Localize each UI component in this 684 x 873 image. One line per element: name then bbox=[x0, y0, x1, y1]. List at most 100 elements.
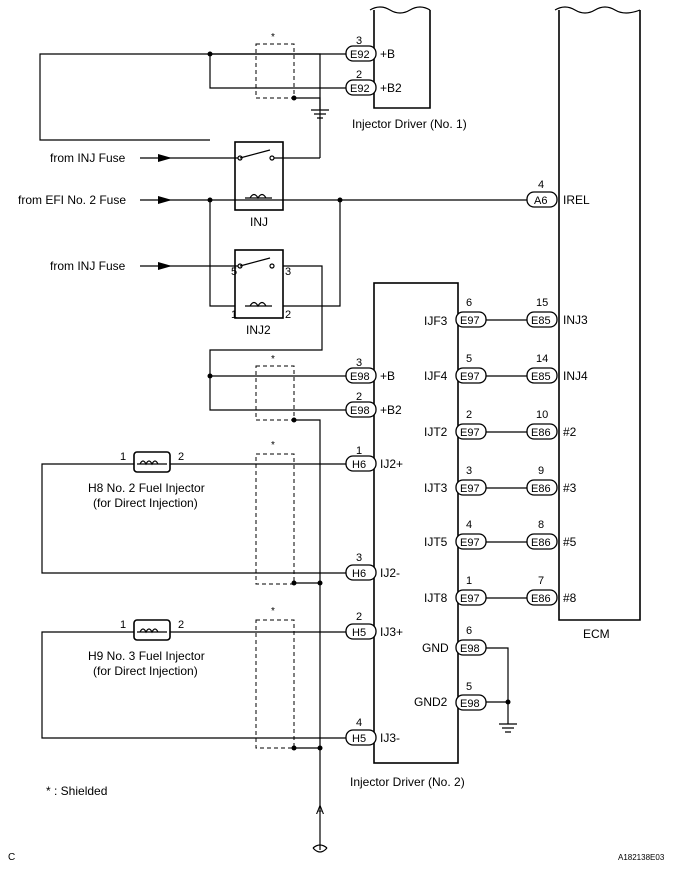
h9-label: H9 No. 3 Fuel Injector bbox=[88, 649, 205, 663]
h8-pin-1: 1 bbox=[120, 451, 126, 463]
driver2-pin-ij2p: 1 H6 IJ2+ bbox=[345, 445, 403, 472]
legend-shielded: * : Shielded bbox=[46, 784, 107, 798]
source-inj-fuse-2: from INJ Fuse bbox=[50, 259, 126, 273]
svg-text:+B: +B bbox=[380, 47, 395, 61]
svg-text:IJ3+: IJ3+ bbox=[380, 625, 403, 639]
svg-text:E97: E97 bbox=[460, 427, 480, 439]
source-efi-fuse: from EFI No. 2 Fuse bbox=[18, 193, 126, 207]
ecm-pin-irel: 4 A6 IREL bbox=[526, 179, 590, 208]
svg-text:A6: A6 bbox=[534, 195, 547, 207]
svg-text:2: 2 bbox=[356, 611, 362, 623]
svg-text:14: 14 bbox=[536, 353, 548, 365]
svg-text:E97: E97 bbox=[460, 483, 480, 495]
injector-driver-2-label: Injector Driver (No. 2) bbox=[350, 775, 465, 789]
svg-text:#3: #3 bbox=[563, 481, 577, 495]
inj2-relay-box bbox=[234, 249, 284, 319]
h9-injector bbox=[133, 619, 171, 641]
svg-text:*: * bbox=[271, 354, 275, 365]
driver1-break-mark bbox=[369, 6, 431, 14]
svg-text:+B2: +B2 bbox=[380, 81, 402, 95]
svg-text:5: 5 bbox=[466, 353, 472, 365]
svg-text:E92: E92 bbox=[350, 49, 370, 61]
wire-h8-neg bbox=[41, 463, 347, 574]
h8-label: H8 No. 2 Fuel Injector bbox=[88, 481, 205, 495]
svg-text:15: 15 bbox=[536, 297, 548, 309]
svg-text:E92: E92 bbox=[350, 83, 370, 95]
footer-figure-id: A182138E03 bbox=[618, 853, 665, 862]
h9-pin-1: 1 bbox=[120, 619, 126, 631]
arrow-icon bbox=[158, 196, 172, 204]
svg-text:E98: E98 bbox=[350, 405, 370, 417]
svg-text:1: 1 bbox=[356, 445, 362, 457]
svg-text:IJT3: IJT3 bbox=[424, 481, 448, 495]
svg-text:IJF4: IJF4 bbox=[424, 369, 448, 383]
h8-injector bbox=[133, 451, 171, 473]
junction-dot bbox=[207, 51, 213, 57]
inj-relay-switch bbox=[239, 149, 271, 159]
svg-text:IJF3: IJF3 bbox=[424, 314, 448, 328]
svg-text:H5: H5 bbox=[352, 733, 366, 745]
h9-pin-2: 2 bbox=[178, 619, 184, 631]
svg-text:6: 6 bbox=[466, 297, 472, 309]
svg-text:8: 8 bbox=[538, 519, 544, 531]
svg-text:5: 5 bbox=[466, 681, 472, 693]
junction-dot bbox=[291, 95, 297, 101]
svg-text:IJ3-: IJ3- bbox=[380, 731, 400, 745]
svg-text:3: 3 bbox=[356, 35, 362, 47]
inj2-pin-3: 3 bbox=[285, 266, 291, 278]
shield-box-4 bbox=[255, 619, 295, 749]
inj-relay-label: INJ bbox=[250, 215, 268, 229]
svg-text:2: 2 bbox=[356, 69, 362, 81]
svg-text:IJT2: IJT2 bbox=[424, 425, 448, 439]
svg-text:E98: E98 bbox=[460, 698, 480, 710]
driver1-pin-b2: 2 E92 +B2 bbox=[345, 69, 402, 96]
wire-inj-loop bbox=[39, 53, 321, 158]
svg-text:E86: E86 bbox=[531, 537, 551, 549]
shield-box-2 bbox=[255, 365, 295, 421]
svg-text:IREL: IREL bbox=[563, 193, 590, 207]
svg-text:9: 9 bbox=[538, 465, 544, 477]
svg-text:6: 6 bbox=[466, 625, 472, 637]
driver2-out-ijt8: IJT8 1 E97 7 E86 #8 bbox=[424, 575, 577, 606]
svg-text:3: 3 bbox=[356, 357, 362, 369]
svg-text:IJ2+: IJ2+ bbox=[380, 457, 403, 471]
arrow-icon bbox=[158, 154, 172, 162]
svg-text:4: 4 bbox=[356, 717, 362, 729]
svg-text:E85: E85 bbox=[531, 315, 551, 327]
svg-text:7: 7 bbox=[538, 575, 544, 587]
driver2-pin-b: 3 E98 +B bbox=[345, 357, 395, 384]
svg-text:+B2: +B2 bbox=[380, 403, 402, 417]
wire-h9-neg bbox=[41, 631, 347, 739]
bottom-label-a: A bbox=[316, 803, 324, 817]
wire-inj2-out bbox=[209, 265, 347, 411]
svg-text:+B: +B bbox=[380, 369, 395, 383]
ecm-break-mark bbox=[554, 6, 641, 14]
driver2-pin-ij3n: 4 H5 IJ3- bbox=[345, 717, 400, 746]
svg-text:E86: E86 bbox=[531, 593, 551, 605]
wire-efi-to-inj2-coil bbox=[283, 200, 341, 307]
driver2-out-ijt3: IJT3 3 E97 9 E86 #3 bbox=[424, 465, 577, 496]
driver2-pin-b2: 2 E98 +B2 bbox=[345, 391, 402, 418]
inj2-pin-5: 5 bbox=[231, 266, 237, 278]
svg-text:E86: E86 bbox=[531, 427, 551, 439]
svg-text:E86: E86 bbox=[531, 483, 551, 495]
svg-text:4: 4 bbox=[466, 519, 472, 531]
h9-sublabel: (for Direct Injection) bbox=[93, 664, 198, 678]
shield-star-1: * bbox=[271, 32, 275, 43]
svg-text:E97: E97 bbox=[460, 593, 480, 605]
svg-text:*: * bbox=[271, 440, 275, 451]
svg-text:E97: E97 bbox=[460, 315, 480, 327]
driver2-pin-ij2n: 3 H6 IJ2- bbox=[345, 552, 400, 581]
svg-text:E97: E97 bbox=[460, 371, 480, 383]
svg-text:4: 4 bbox=[538, 179, 544, 191]
ecm-label: ECM bbox=[583, 627, 610, 641]
driver2-pin-gnd2: GND2 5 E98 bbox=[414, 681, 487, 711]
svg-text:H5: H5 bbox=[352, 627, 366, 639]
svg-text:*: * bbox=[271, 606, 275, 617]
h8-pin-2: 2 bbox=[178, 451, 184, 463]
wire-shield-ground-1 bbox=[294, 97, 321, 110]
driver2-out-ijt2: IJT2 2 E97 10 E86 #2 bbox=[424, 409, 577, 440]
svg-text:2: 2 bbox=[466, 409, 472, 421]
arrow-icon bbox=[158, 262, 172, 270]
